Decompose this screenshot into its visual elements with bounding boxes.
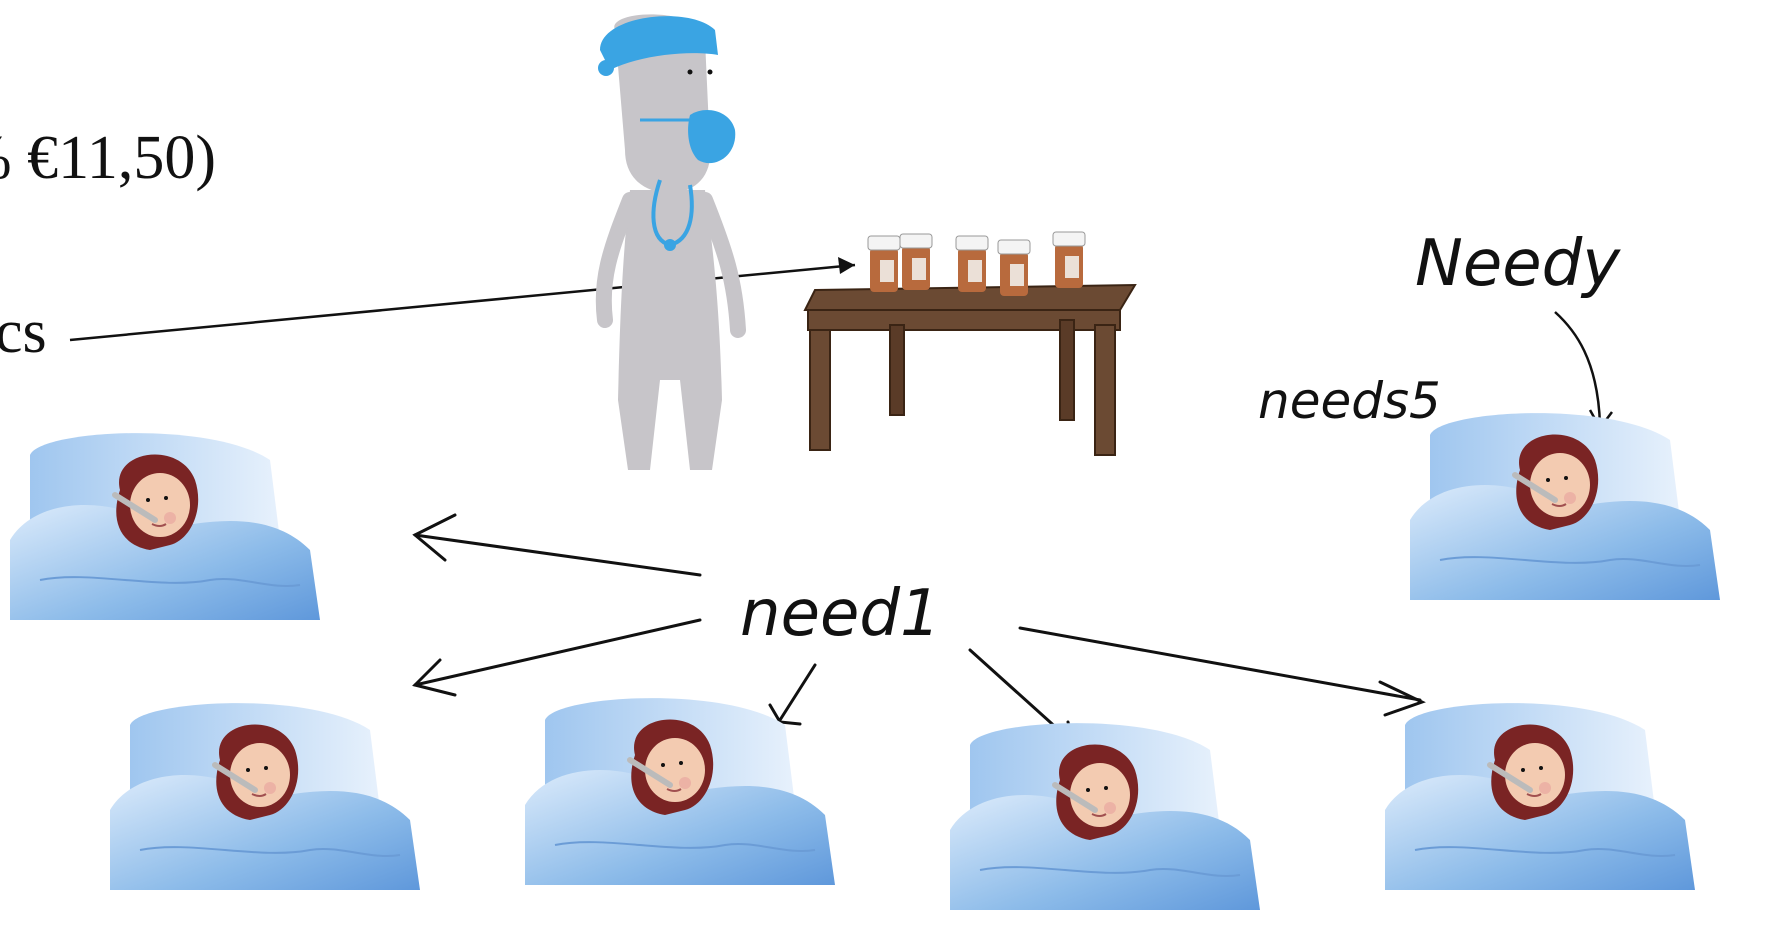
need1-label: need1 — [740, 577, 941, 651]
doctor-figure — [598, 14, 738, 470]
needy-arrow — [1555, 312, 1600, 425]
sick-patient-in-bed-icon — [525, 698, 835, 885]
medicine-bottle-icon — [900, 234, 932, 290]
needs5-label: needs5 — [1258, 372, 1441, 430]
sick-patient-in-bed-icon — [110, 703, 420, 890]
sick-patient-in-bed-icon — [1385, 703, 1695, 890]
price-text: % €11,50) — [0, 124, 216, 192]
medics-text: cs — [0, 298, 47, 366]
arrow-head-icon — [838, 257, 855, 274]
sick-patient-in-bed-icon — [950, 723, 1260, 910]
medicine-bottle-icon — [956, 236, 988, 292]
sick-patient-in-bed-icon — [1410, 413, 1720, 600]
medicine-bottle-icon — [868, 236, 900, 292]
sick-patient-in-bed-icon — [10, 433, 320, 620]
medicine-bottle-icon — [1053, 232, 1085, 288]
needy-label: Needy — [1415, 227, 1621, 301]
medicine-bottle-icon — [998, 240, 1030, 296]
